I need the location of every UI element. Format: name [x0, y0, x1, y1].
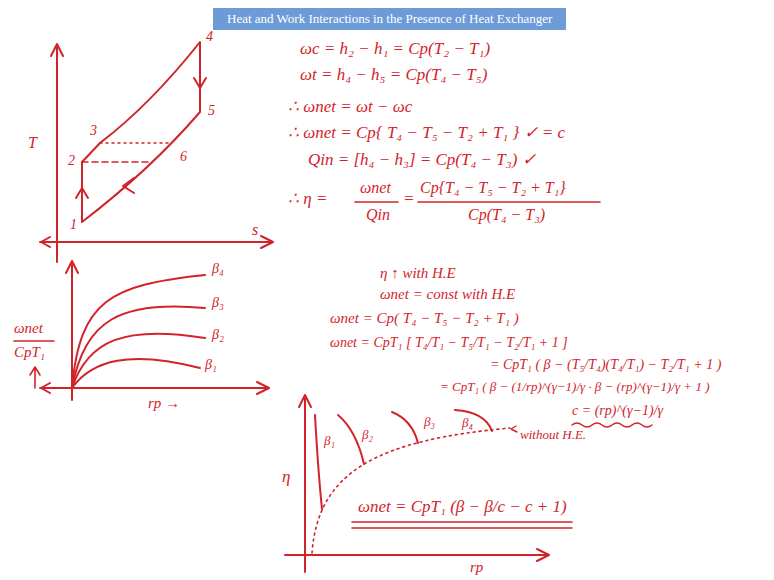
beta-curve [455, 410, 492, 431]
curve-label: β₂ [212, 328, 224, 343]
beta-curve [72, 275, 205, 388]
beta-curve [392, 412, 418, 443]
point-label: 5 [208, 104, 215, 119]
axis-label: η [282, 468, 290, 486]
equation-text: ∴ ωnet = Cp{ T₄ − T₅ − T₂ + T₁ } ✓ = c [288, 124, 565, 142]
y-axis [299, 395, 311, 572]
point-label: 2 [68, 154, 75, 169]
result-equation: ωnet = CpT₁ (β − β/c − c + 1) [358, 498, 567, 516]
cycle-path [82, 42, 200, 222]
note-text: ωnet = const with H.E [380, 287, 515, 303]
axis-label: T [28, 135, 37, 152]
axis-label: rp [470, 560, 483, 576]
point-label: 3 [90, 124, 97, 139]
t-axis [51, 44, 63, 262]
equation-text: ωnet = CpT₁ [ T₄/T₁ − T₅/T₁ − T₂/T₁ + 1 … [330, 336, 568, 351]
beta-curve [72, 306, 205, 388]
dotted-line [100, 142, 168, 144]
title-banner: Heat and Work Interactions in the Presen… [213, 8, 566, 30]
squiggle-underline [572, 423, 652, 427]
equation-text: ωc = h₂ − h₁ = Cp(T₂ − T₁) [300, 40, 490, 58]
fraction-numerator: Cp{T₄ − T₅ − T₂ + T₁} [420, 180, 566, 197]
curve-label: β₄ [212, 262, 224, 277]
beta-curve [338, 415, 364, 464]
equation-text: = [403, 190, 414, 208]
envelope-curve [312, 428, 510, 553]
equation-text: c = (rp)^(γ−1)/γ [572, 404, 663, 419]
point-label: 1 [70, 218, 77, 233]
beta-curve [72, 359, 200, 388]
double-underline [352, 522, 572, 528]
curve-label: β₁ [205, 358, 217, 373]
point-label: 6 [180, 150, 187, 165]
equation-text: Qin = [h₄ − h₃] = Cp(T₄ − T₃) ✓ [308, 151, 536, 169]
equation-text: ωt = h₄ − h₅ = Cp(T₄ − T₅) [300, 66, 487, 84]
fraction-denominator: Qin [366, 207, 390, 224]
arrow-head [76, 188, 88, 198]
equation-text: ωnet = Cp( T₄ − T₅ − T₂ + T₁ ) [330, 311, 519, 327]
fraction-bar [14, 340, 54, 342]
curve-label: β₃ [212, 296, 224, 311]
up-arrow [30, 367, 40, 388]
leader-arrow [511, 426, 517, 432]
note-text: η ↑ with H.E [380, 266, 456, 282]
fraction-denominator: Cp(T₄ − T₃) [468, 207, 545, 224]
axis-label: s [252, 222, 258, 239]
arrow-head [123, 178, 134, 193]
curve-label: β₃ [424, 415, 435, 429]
beta-curve [72, 334, 205, 388]
equation-text: ∴ η = [288, 190, 327, 208]
beta-curve [315, 415, 322, 509]
fraction-bar [355, 201, 398, 203]
equation-text: = CpT₁ ( β − (T₅/T₄)(T₄/T₁) − T₂/T₁ + 1 … [490, 358, 721, 373]
arrow-head [194, 78, 206, 88]
equation-text: = CpT₁ ( β − (1/rp)^(γ−1)/γ · β − (rp)^(… [440, 380, 709, 394]
fraction-numerator: ωnet [360, 180, 391, 197]
x-axis [285, 549, 549, 561]
axis-label: CpT₁ [14, 345, 45, 361]
curve-label: β₁ [324, 434, 335, 448]
axis-label: rp → [148, 396, 180, 412]
fraction-bar [418, 201, 600, 203]
axis-label: ωnet [14, 321, 43, 337]
curve-label: β₄ [462, 416, 473, 430]
curve-label: β₂ [362, 428, 373, 442]
point-label: 4 [206, 30, 213, 45]
equation-text: ∴ ωnet = ωt − ωc [288, 98, 412, 116]
curve-label: without H.E. [520, 428, 586, 442]
s-axis [40, 236, 273, 248]
dashed-line [82, 161, 148, 163]
